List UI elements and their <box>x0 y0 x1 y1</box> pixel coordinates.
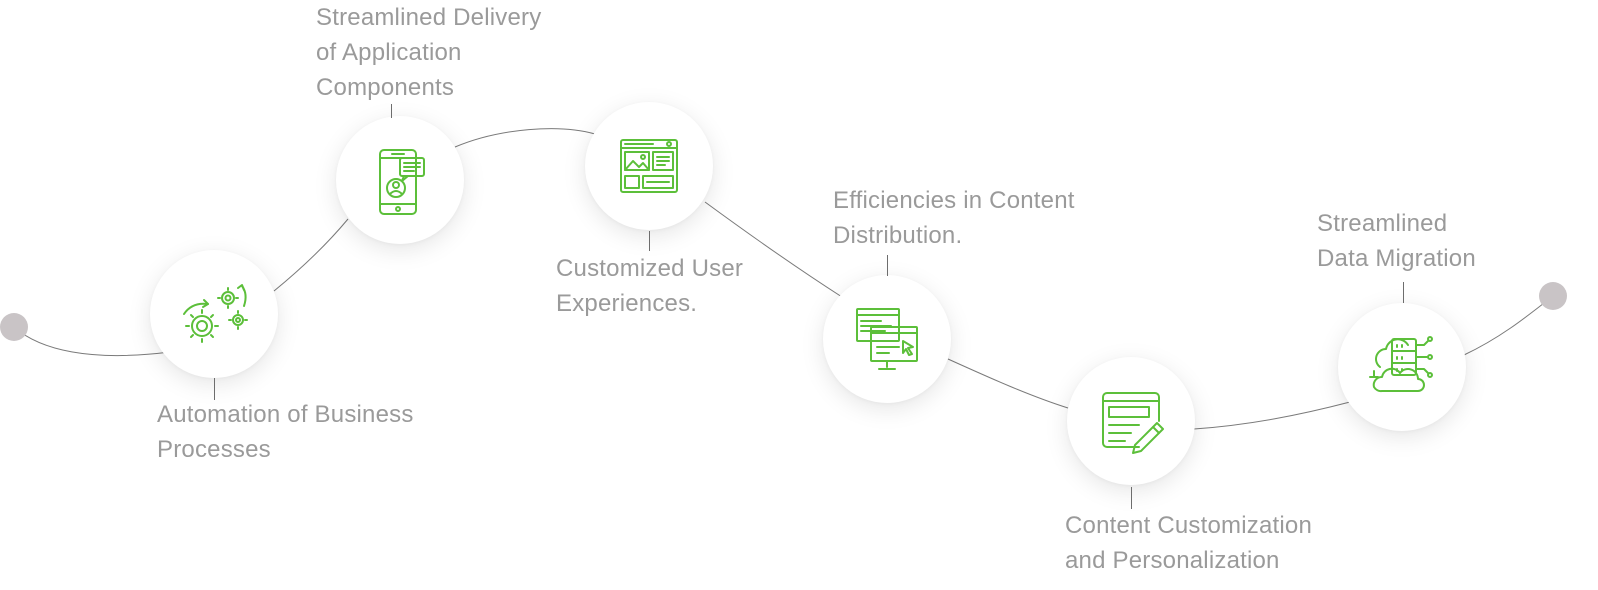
start-dot <box>0 313 28 341</box>
end-dot <box>1539 282 1567 310</box>
step-personalization-label: Content Customization and Personalizatio… <box>1065 512 1312 574</box>
mobile-profile-icon <box>379 149 425 215</box>
step-customized-label: Customized User Experiences. <box>556 255 744 317</box>
step-personalization-tick <box>1131 487 1132 509</box>
monitors-icon <box>856 308 918 370</box>
step-delivery-node <box>336 116 464 244</box>
web-layout-icon <box>620 139 678 193</box>
step-automation-label: Automation of Business Processes <box>157 401 414 463</box>
step-customized-node <box>585 102 713 230</box>
step-migration-node <box>1338 303 1466 431</box>
step-distribution-label: Efficiencies in Content Distribution. <box>833 187 1075 249</box>
step-customized-tick <box>649 231 650 251</box>
edit-document-icon <box>1102 392 1164 454</box>
step-personalization-node <box>1067 357 1195 485</box>
step-delivery-label: Streamlined Delivery of Application Comp… <box>316 4 542 101</box>
step-distribution-node <box>823 275 951 403</box>
step-delivery-tick <box>391 104 392 118</box>
cloud-server-icon <box>1369 336 1433 393</box>
step-migration-tick <box>1403 282 1404 303</box>
step-distribution-tick <box>887 255 888 276</box>
step-automation-tick <box>214 378 215 400</box>
gears-icon <box>183 284 248 343</box>
step-migration-label: Streamlined Data Migration <box>1317 210 1476 272</box>
step-automation-node <box>150 250 278 378</box>
